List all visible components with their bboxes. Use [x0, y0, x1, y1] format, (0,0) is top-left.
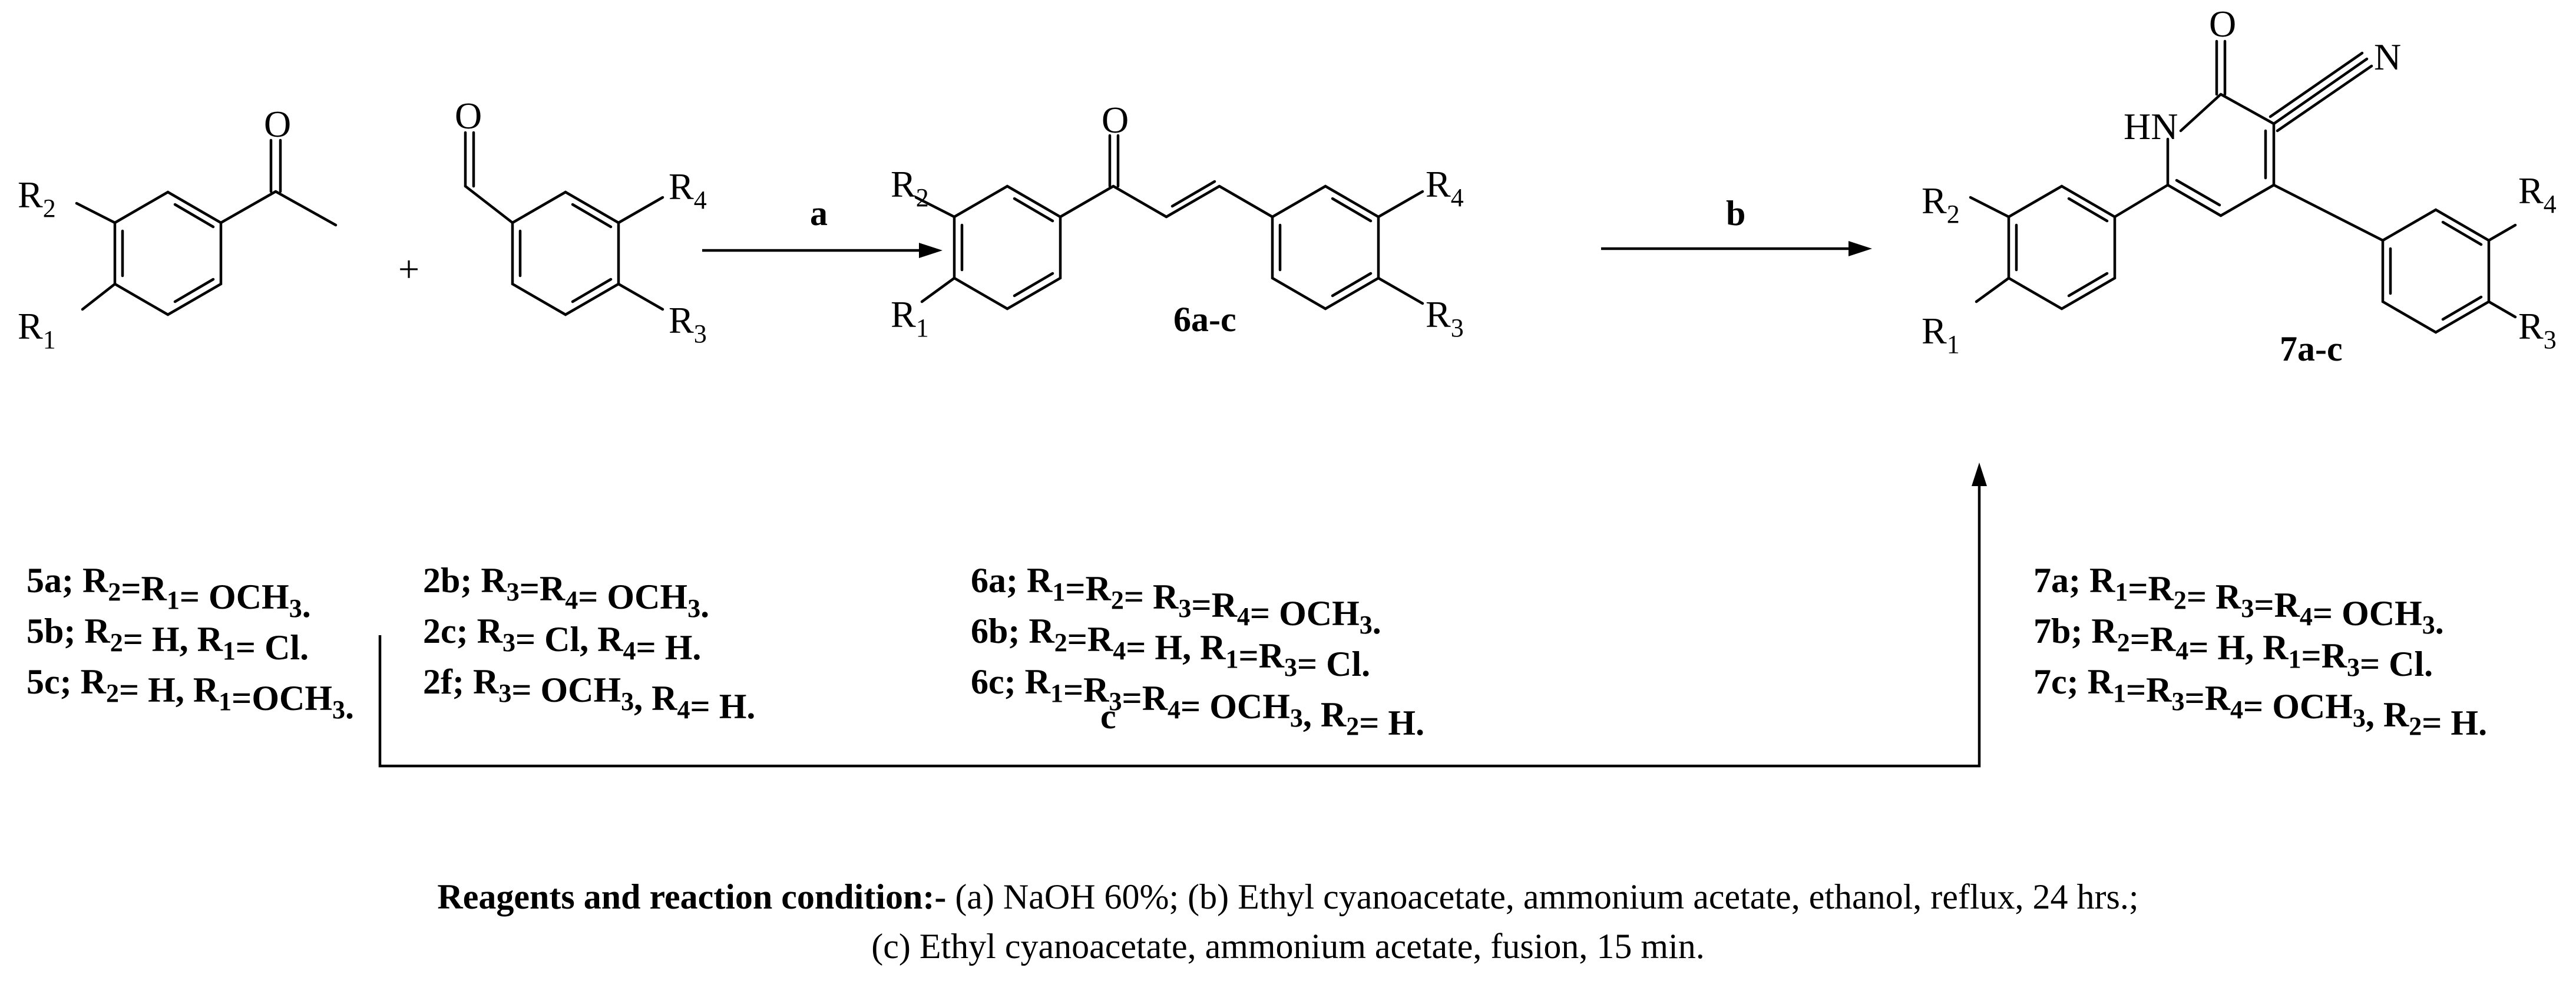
substituent-row-2b: 2b; R3=R4= OCH3. [423, 561, 709, 625]
atom-R3: R3 [2518, 305, 2557, 354]
step-a-label: a [810, 194, 828, 233]
atom-R4: R4 [2518, 170, 2557, 219]
footnote-conditions-1: (a) NaOH 60%; (b) Ethyl cyanoacetate, am… [955, 877, 2139, 916]
atom-HN: HN [2124, 105, 2178, 147]
substituent-row-2f: 2f; R3= OCH3, R4= H. [423, 662, 755, 726]
atom-R1: R1 [891, 293, 929, 342]
substituent-lists: 5a; R2=R1= OCH3.5b; R2= H, R1= Cl.5c; R2… [27, 561, 2487, 742]
atom-R2: R2 [1922, 180, 1960, 229]
footnote-line-2: (c) Ethyl cyanoacetate, ammonium acetate… [871, 927, 1705, 966]
substituent-row-6c: 6c; R1=R3=R4= OCH3, R2= H. [971, 662, 1424, 742]
atom-R2: R2 [18, 174, 56, 223]
compound-2-structure: O R4 R3 [455, 95, 707, 348]
atom-R1: R1 [1922, 310, 1960, 359]
atom-O: O [1102, 99, 1129, 141]
compound-5-structure: O R2 R1 [18, 103, 338, 354]
arrow-b: b [1601, 194, 1872, 256]
footnote-line-1: Reagents and reaction condition:- (a) Na… [0, 877, 2576, 917]
arrow-a: a [702, 194, 943, 258]
substituent-row-5a: 5a; R2=R1= OCH3. [27, 561, 311, 625]
compound-6-structure: O R2 R1 R4 R3 6a-c [891, 99, 1464, 342]
atom-R4: R4 [1426, 163, 1464, 212]
arrow-c: c [378, 463, 1987, 768]
atom-R1: R1 [18, 305, 56, 354]
atom-R3: R3 [1426, 293, 1464, 342]
substituent-row-7c: 7c; R1=R3=R4= OCH3, R2= H. [2033, 662, 2487, 742]
substituent-row-6a: 6a; R1=R2= R3=R4= OCH3. [971, 561, 1381, 641]
footnote-heading: Reagents and reaction condition:- [437, 877, 955, 916]
substituent-row-5c: 5c; R2= H, R1=OCH3. [27, 662, 354, 726]
substituent-row-6b: 6b; R2=R4= H, R1=R3= Cl. [971, 612, 1370, 683]
atom-O: O [264, 103, 291, 145]
atom-R3: R3 [669, 299, 707, 348]
plus-sign: + [398, 248, 419, 290]
substituent-row-7b: 7b; R2=R4= H, R1=R3= Cl. [2033, 612, 2433, 683]
substituent-row-2c: 2c; R3= Cl, R4= H. [423, 612, 701, 667]
atom-R4: R4 [669, 166, 707, 214]
atom-N: N [2374, 36, 2401, 78]
atom-R2: R2 [891, 163, 929, 212]
compound-7-label: 7a-c [2280, 329, 2343, 368]
atom-O: O [455, 95, 482, 137]
step-b-label: b [1726, 194, 1745, 233]
step-c-label: c [1100, 697, 1116, 736]
compound-7-structure: HN O N R2 R1 R4 R3 7a-c [1922, 3, 2557, 368]
substituent-row-7a: 7a; R1=R2= R3=R4= OCH3. [2033, 561, 2444, 641]
atom-O: O [2209, 3, 2236, 45]
substituent-row-5b: 5b; R2= H, R1= Cl. [27, 612, 309, 667]
compound-6-label: 6a-c [1173, 300, 1236, 339]
